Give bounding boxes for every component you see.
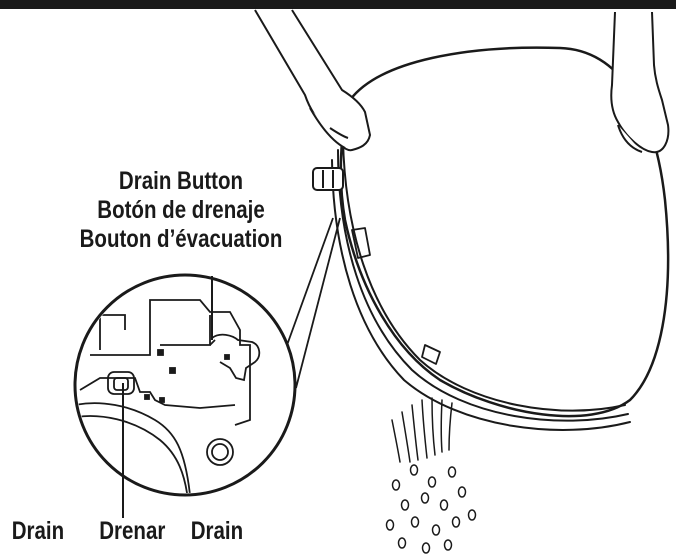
magnified-detail (70, 275, 295, 518)
water-drop-icon (387, 465, 476, 553)
drain-button-label-es: Botón de drenaje (58, 196, 304, 225)
drain-button-label-fr: Bouton d’évacuation (58, 225, 304, 254)
top-border (0, 0, 676, 9)
drain-label-en: Drain (12, 517, 64, 546)
drain-button-label-en: Drain Button (58, 167, 304, 196)
water-spray-icon (392, 398, 452, 462)
drain-label-fr: Drain (191, 517, 243, 546)
drain-label-es: Drenar (99, 517, 165, 546)
right-hand-icon (611, 12, 668, 152)
drain-button-icon (313, 168, 343, 190)
left-hand-icon (255, 10, 370, 150)
